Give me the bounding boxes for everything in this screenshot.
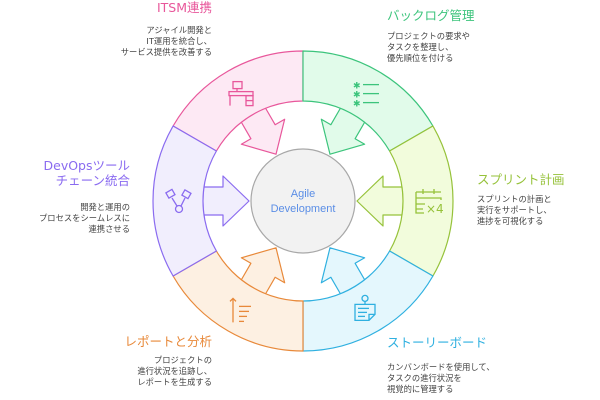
center-circle [250, 148, 356, 254]
sector-devops [152, 125, 250, 277]
desc-line: タスクの進行状況を [387, 373, 462, 383]
report-block: レポートと分析 プロジェクトの 進行状況を追跡し、 レポートを生成する [124, 334, 212, 388]
svg-text:✱: ✱ [353, 100, 361, 110]
center-label-line1: Agile [291, 188, 315, 200]
desc-line: 開発と運用の [80, 202, 130, 212]
svg-text:✱: ✱ [353, 91, 361, 101]
itsm-block: ITSM連携 アジャイル開発と IT運用を統合し、 サービス提供を改善する [121, 0, 212, 58]
desc-line: スプリントの計画と [477, 194, 552, 204]
backlog-title: バックログ管理 [387, 8, 475, 23]
calendar-x4-icon: ×4 [415, 189, 444, 216]
desc-line: 視覚的に管理する [387, 384, 454, 394]
desc-line: 実行をサポートし、 [477, 205, 552, 215]
svg-text:×4: ×4 [426, 202, 444, 216]
devops-block: DevOpsツール チェーン統合 開発と運用の プロセスをシームレスに 連携させ… [39, 158, 130, 235]
report-title: レポートと分析 [124, 334, 212, 349]
backlog-block: バックログ管理 プロジェクトの要求や タスクを整理し、 優先順位を付ける [387, 8, 475, 64]
sprint-block: スプリント計画 スプリントの計画と 実行をサポートし、 進捗を可視化する [477, 172, 565, 227]
sprint-desc: スプリントの計画と 実行をサポートし、 進捗を可視化する [477, 194, 565, 227]
desc-line: プロジェクトの要求や [387, 31, 470, 41]
sort-ascending-icon [229, 297, 251, 323]
desc-line: プロセスをシームレスに [38, 213, 130, 223]
desc-line: サービス提供を改善する [120, 47, 212, 57]
svg-text:✱: ✱ [353, 82, 361, 92]
pinned-note-icon [354, 294, 376, 322]
story-block: ストーリーボード カンバンボードを使用して、 タスクの進行状況を 視覚的に管理す… [387, 335, 495, 395]
sector-report [172, 247, 304, 352]
pistons-gear-icon [165, 188, 192, 214]
desc-line: 進行状況を追跡し、 [137, 366, 212, 376]
itsm-title: ITSM連携 [156, 0, 212, 15]
desc-line: 連携させる [88, 224, 131, 234]
devops-title: DevOpsツール [43, 158, 131, 173]
sector-sprint [356, 125, 454, 277]
desc-line: プロジェクトの [153, 355, 212, 365]
desc-line: カンバンボードを使用して、 [387, 362, 495, 372]
asterisk-list-icon: ✱✱✱ [353, 82, 379, 110]
devops-desc: 開発と運用の プロセスをシームレスに 連携させる [39, 202, 130, 235]
sprint-title: スプリント計画 [477, 172, 565, 187]
desc-line: 優先順位を付ける [387, 53, 454, 63]
desc-line: レポートを生成する [137, 377, 212, 387]
desc-line: 進捗を可視化する [477, 216, 544, 226]
center-label-line2: Development [271, 203, 336, 215]
sector-itsm [172, 50, 304, 155]
desc-line: IT運用を統合し、 [146, 36, 212, 46]
devops-title-line2: チェーン統合 [55, 173, 130, 188]
report-desc: プロジェクトの 進行状況を追跡し、 レポートを生成する [124, 355, 212, 388]
story-title: ストーリーボード [387, 335, 488, 350]
desc-line: タスクを整理し、 [387, 42, 454, 52]
desk-computer-icon [228, 80, 254, 107]
itsm-desc: アジャイル開発と IT運用を統合し、 サービス提供を改善する [121, 25, 212, 58]
desc-line: アジャイル開発と [146, 25, 212, 35]
backlog-desc: プロジェクトの要求や タスクを整理し、 優先順位を付ける [387, 31, 475, 64]
story-desc: カンバンボードを使用して、 タスクの進行状況を 視覚的に管理する [387, 362, 495, 395]
